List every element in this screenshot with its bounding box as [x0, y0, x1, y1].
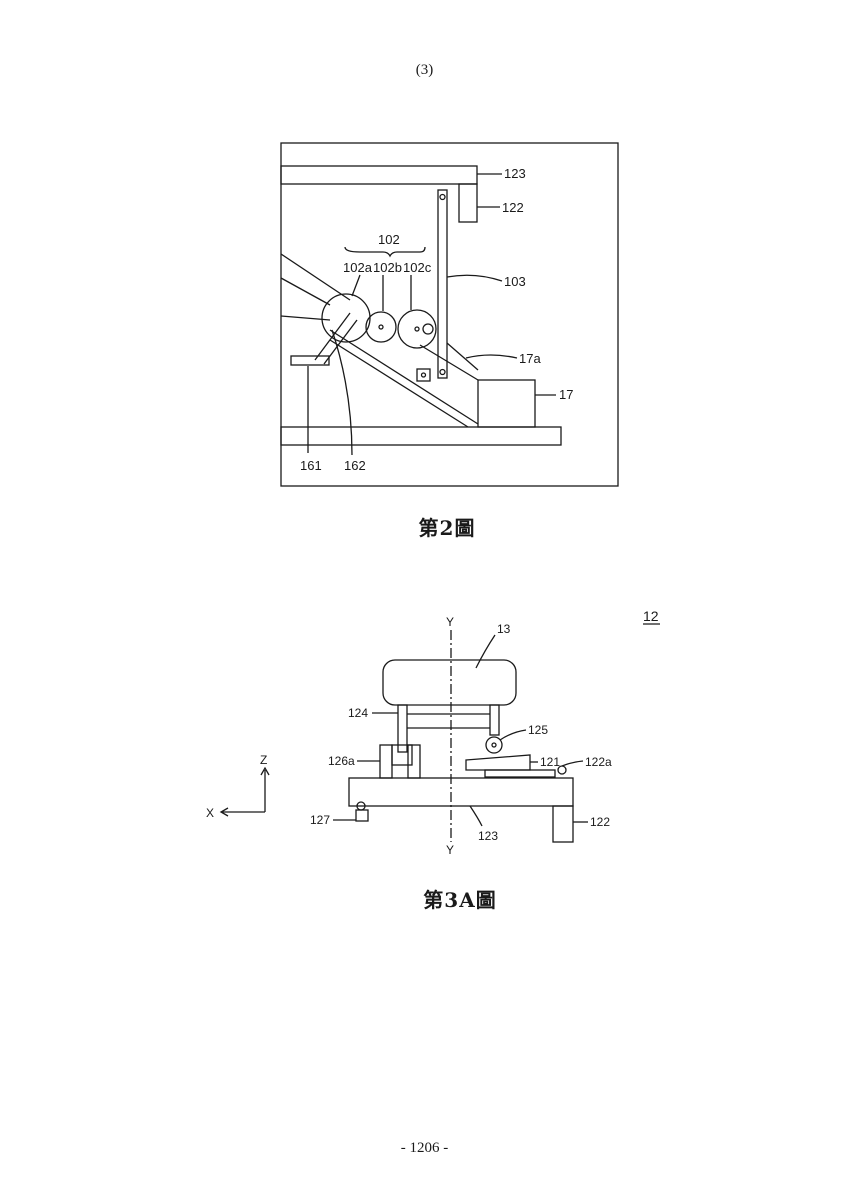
fig3a-label-127: 127 [310, 813, 330, 827]
fig3a-axis-y-top: Y [446, 615, 454, 629]
fig3a-label-121: 121 [540, 755, 560, 769]
fig3a-axis-y-bottom: Y [446, 843, 454, 857]
figure-3a-caption: 第3A圖 [360, 884, 560, 913]
fig3a-axis-x: X [206, 806, 214, 820]
fig3a-axis-z: Z [260, 753, 267, 767]
fig3a-label-13: 13 [497, 622, 511, 636]
fig3a-seat-13 [383, 660, 516, 705]
fig3a-label-122: 122 [590, 815, 610, 829]
fig3a-ref-12: 12 [643, 608, 659, 624]
fig3a-label-126a: 126a [328, 754, 355, 768]
fig3a-base-123 [349, 778, 573, 806]
fig3a-label-124: 124 [348, 706, 368, 720]
fig3a-label-122a: 122a [585, 755, 612, 769]
fig3a-label-125: 125 [528, 723, 548, 737]
page-footer: - 1206 - [0, 1140, 849, 1157]
fig3a-label-123: 123 [478, 829, 498, 843]
